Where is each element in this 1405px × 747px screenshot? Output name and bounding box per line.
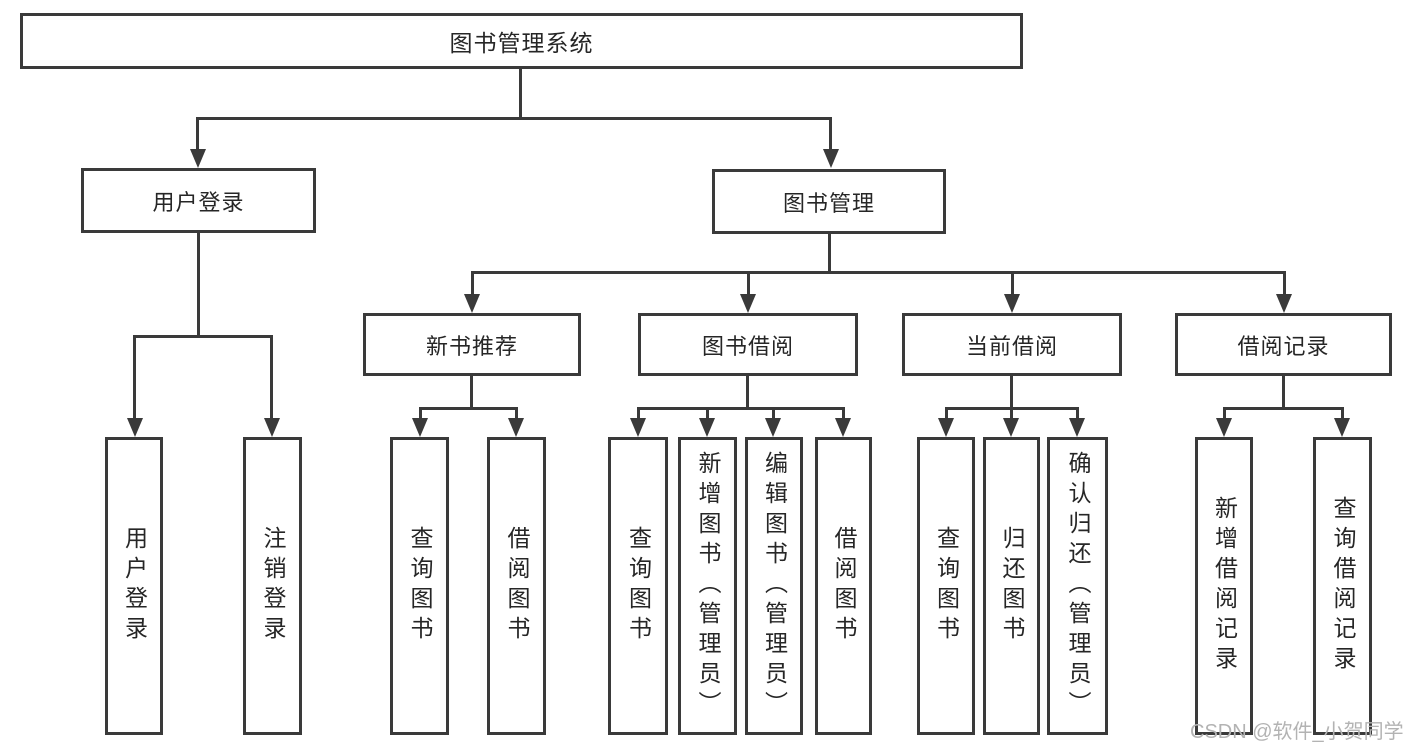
node-leaf-cb-confirm-return: 确认归还（管理员）: [1047, 437, 1108, 735]
arrowhead-br-add: [1216, 418, 1232, 437]
connector-book-mgmt-stem: [828, 234, 831, 274]
connector-drop-new-book-rec: [471, 271, 474, 297]
connector-root-stem: [519, 68, 522, 120]
arrowhead-bb-add: [699, 418, 715, 437]
connector-drop-cb-query: [945, 407, 948, 422]
connector-drop-current-borrow: [1011, 271, 1014, 297]
connector-drop-br-add: [1223, 407, 1226, 422]
connector-book-mgmt-rail: [471, 271, 1285, 274]
node-leaf-cb-return-books-label: 归还图书: [999, 526, 1025, 646]
connector-user-login-rail: [133, 335, 273, 338]
connector-br-stem: [1282, 376, 1285, 410]
connector-drop-book-mgmt: [829, 117, 832, 153]
node-book-borrow-label: 图书借阅: [701, 333, 794, 359]
arrowhead-bb-edit: [765, 418, 781, 437]
node-leaf-bb-edit-books: 编辑图书（管理员）: [745, 437, 803, 735]
connector-nbr-stem: [470, 376, 473, 410]
arrowhead-bb-query: [630, 418, 646, 437]
node-new-book-rec-label: 新书推荐: [425, 333, 518, 359]
arrowhead-cb-query: [938, 418, 954, 437]
arrowhead-cb-confirm: [1069, 418, 1085, 437]
node-leaf-bb-borrow-books-label: 借阅图书: [831, 526, 857, 646]
csdn-watermark: CSDN @软件_小贺同学: [1190, 721, 1404, 743]
node-leaf-nbr-borrow-books-label: 借阅图书: [504, 526, 530, 646]
connector-drop-bb-borrow: [842, 407, 845, 422]
connector-nbr-rail: [419, 407, 518, 410]
node-user-login-label: 用户登录: [152, 189, 245, 215]
node-current-borrow: 当前借阅: [902, 313, 1122, 376]
node-leaf-cb-query-books: 查询图书: [917, 437, 975, 735]
node-leaf-cb-confirm-return-label: 确认归还（管理员）: [1065, 451, 1091, 721]
node-user-login: 用户登录: [81, 168, 316, 233]
connector-drop-bb-query: [637, 407, 640, 422]
node-book-borrow: 图书借阅: [638, 313, 858, 376]
connector-drop-book-borrow: [747, 271, 750, 297]
arrowhead-ul-login: [127, 418, 143, 437]
node-leaf-bb-add-books: 新增图书（管理员）: [678, 437, 737, 735]
node-leaf-nbr-borrow-books: 借阅图书: [487, 437, 546, 735]
node-new-book-rec: 新书推荐: [363, 313, 581, 376]
connector-br-rail: [1223, 407, 1344, 410]
node-leaf-bb-query-books: 查询图书: [608, 437, 668, 735]
node-root-label: 图书管理系统: [449, 30, 594, 56]
arrowhead-new-book-rec: [464, 294, 480, 313]
node-leaf-nbr-query-books-label: 查询图书: [407, 526, 433, 646]
connector-bb-stem: [746, 376, 749, 410]
node-leaf-bb-borrow-books: 借阅图书: [815, 437, 872, 735]
node-leaf-user-login: 用户登录: [105, 437, 163, 735]
connector-drop-cb-return: [1010, 407, 1013, 422]
connector-drop-nbr-query: [419, 407, 422, 422]
node-leaf-br-query-record-label: 查询借阅记录: [1330, 496, 1356, 676]
connector-root-rail: [196, 117, 832, 120]
connector-drop-borrow-records: [1283, 271, 1286, 297]
node-book-mgmt-label: 图书管理: [782, 190, 875, 216]
arrowhead-book-mgmt: [823, 149, 839, 168]
connector-drop-br-query: [1341, 407, 1344, 422]
arrowhead-bb-borrow: [835, 418, 851, 437]
arrowhead-nbr-query: [412, 418, 428, 437]
connector-drop-ul-login: [133, 335, 136, 422]
connector-drop-nbr-borrow: [515, 407, 518, 422]
node-book-mgmt: 图书管理: [712, 169, 946, 234]
node-borrow-records: 借阅记录: [1175, 313, 1392, 376]
connector-drop-bb-edit: [772, 407, 775, 422]
node-root: 图书管理系统: [20, 13, 1023, 69]
arrowhead-user-login: [190, 149, 206, 168]
arrowhead-br-query: [1334, 418, 1350, 437]
node-leaf-br-query-record: 查询借阅记录: [1313, 437, 1372, 735]
arrowhead-current-borrow: [1004, 294, 1020, 313]
arrowhead-borrow-records: [1276, 294, 1292, 313]
node-leaf-nbr-query-books: 查询图书: [390, 437, 449, 735]
node-leaf-br-add-record-label: 新增借阅记录: [1211, 496, 1238, 676]
connector-bb-rail: [637, 407, 845, 410]
node-leaf-user-login-label: 用户登录: [121, 526, 148, 646]
node-leaf-br-add-record: 新增借阅记录: [1195, 437, 1253, 735]
node-leaf-logout: 注销登录: [243, 437, 302, 735]
node-leaf-logout-label: 注销登录: [260, 526, 286, 646]
node-leaf-bb-edit-books-label: 编辑图书（管理员）: [761, 451, 788, 721]
node-leaf-cb-return-books: 归还图书: [983, 437, 1040, 735]
node-current-borrow-label: 当前借阅: [965, 333, 1058, 359]
connector-drop-bb-add: [706, 407, 709, 422]
connector-drop-user-login: [196, 117, 199, 153]
arrowhead-cb-return: [1003, 418, 1019, 437]
connector-cb-stem: [1010, 376, 1013, 410]
arrowhead-nbr-borrow: [508, 418, 524, 437]
connector-user-login-stem: [197, 232, 200, 338]
arrowhead-book-borrow: [740, 294, 756, 313]
node-borrow-records-label: 借阅记录: [1237, 333, 1330, 359]
node-leaf-bb-add-books-label: 新增图书（管理员）: [695, 451, 721, 721]
connector-drop-cb-confirm: [1076, 407, 1079, 422]
arrowhead-ul-logout: [264, 418, 280, 437]
node-leaf-cb-query-books-label: 查询图书: [933, 526, 960, 646]
connector-drop-ul-logout: [270, 335, 273, 422]
node-leaf-bb-query-books-label: 查询图书: [625, 526, 652, 646]
